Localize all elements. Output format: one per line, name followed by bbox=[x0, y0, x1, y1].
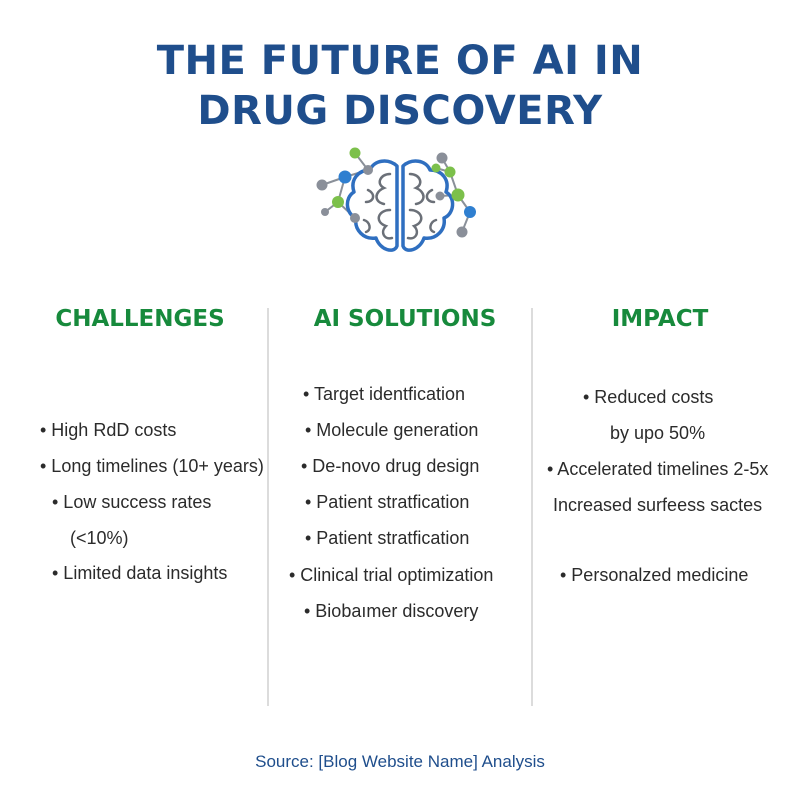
challenge-item: • Limited data insights bbox=[52, 563, 228, 583]
column-divider-left bbox=[267, 308, 269, 706]
solution-item: • Biobaımer discovery bbox=[304, 601, 479, 621]
challenge-item: (<10%) bbox=[70, 528, 129, 548]
solution-item: • Clinical trial optimization bbox=[289, 565, 494, 585]
title-line-2: DRUG DISCOVERY bbox=[197, 88, 603, 134]
solution-item: • Target identfication bbox=[303, 384, 466, 404]
impact-item: by upo 50% bbox=[610, 423, 706, 443]
column-divider-right bbox=[531, 308, 533, 706]
heading-challenges: CHALLENGES bbox=[55, 306, 225, 332]
heading-ai-solutions: AI SOLUTIONS bbox=[313, 306, 497, 332]
impact-item: • Personalzed medicine bbox=[560, 565, 749, 585]
challenge-item: • High RdD costs bbox=[40, 420, 177, 440]
heading-impact: IMPACT bbox=[611, 306, 709, 332]
solution-item: • Molecule generation bbox=[305, 420, 479, 440]
source-caption: Source: [Blog Website Name] Analysis bbox=[255, 752, 545, 771]
impact-item: • Reduced costs bbox=[583, 387, 714, 407]
impact-item: • Accelerated timelines 2-5x bbox=[547, 459, 769, 479]
title-line-1: THE FUTURE OF AI IN bbox=[156, 38, 644, 84]
brain-network-icon bbox=[300, 140, 500, 270]
solution-item: • Patient stratfication bbox=[305, 528, 470, 548]
solution-item: • Patient stratfication bbox=[305, 492, 470, 512]
solution-item: • De-novo drug design bbox=[301, 456, 480, 476]
page-title: THE FUTURE OF AI IN DRUG DISCOVERY bbox=[0, 36, 800, 136]
impact-item: Increased surfeess sactes bbox=[553, 495, 763, 515]
challenge-item: • Long timelines (10+ years) bbox=[40, 456, 264, 476]
challenge-item: • Low success rates bbox=[52, 492, 212, 512]
